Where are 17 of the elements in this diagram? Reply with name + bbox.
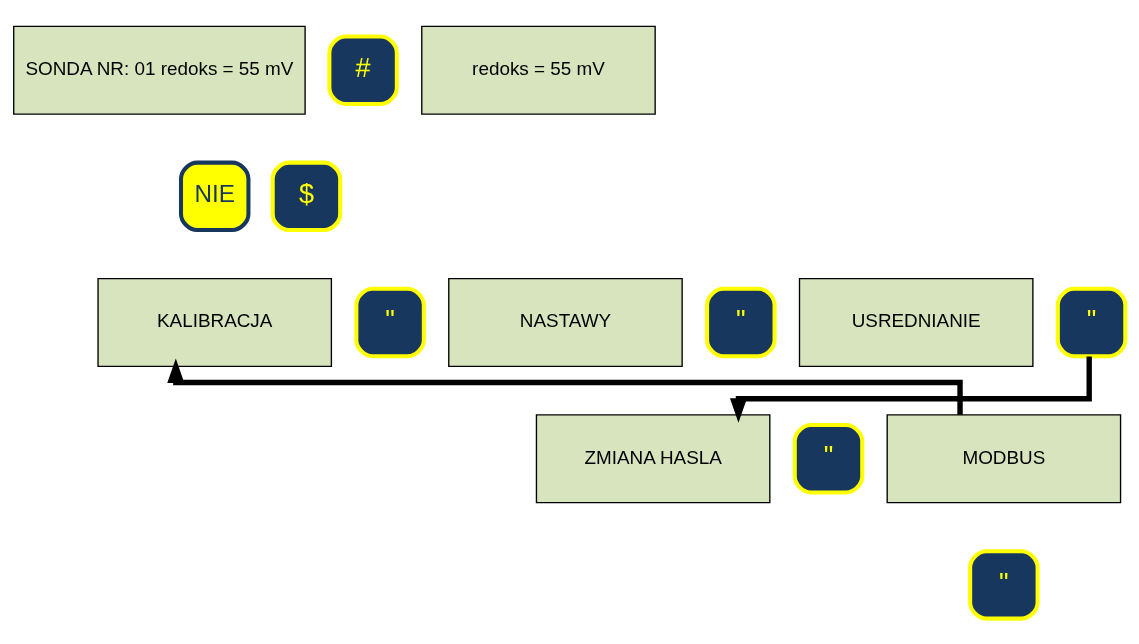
node-box: NASTAWY bbox=[448, 277, 683, 367]
node-box: redoks = 55 mV bbox=[421, 25, 656, 115]
node-box: ZMIANA HASLA bbox=[535, 413, 771, 503]
node-box: NIE bbox=[178, 160, 251, 232]
node-box: MODBUS bbox=[886, 413, 1122, 503]
node-box: " bbox=[968, 548, 1040, 621]
node-box: $ bbox=[270, 160, 343, 232]
node-box: # bbox=[327, 34, 399, 106]
node-box: SONDA NR: 01 redoks = 55 mV bbox=[13, 25, 306, 115]
arrow bbox=[729, 356, 1092, 423]
node-box: USREDNIANIE bbox=[798, 277, 1034, 367]
arrow bbox=[167, 358, 963, 415]
node-box: " bbox=[792, 422, 865, 494]
node-box: " bbox=[705, 286, 777, 358]
node-box: " bbox=[1055, 286, 1128, 358]
node-box: KALIBRACJA bbox=[97, 277, 333, 367]
node-box: " bbox=[354, 286, 426, 358]
